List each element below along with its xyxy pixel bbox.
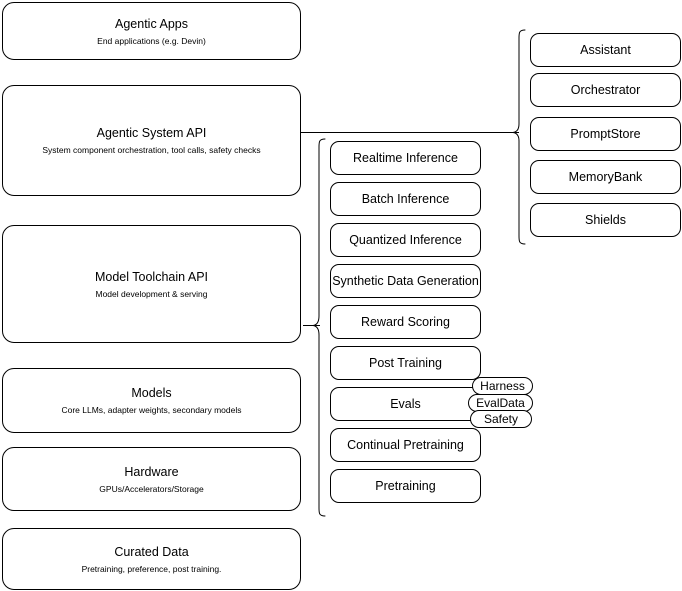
- capability-realtime-inference[interactable]: Realtime Inference: [330, 141, 481, 175]
- system-component-orchestrator[interactable]: Orchestrator: [530, 73, 681, 107]
- system-component-assistant[interactable]: Assistant: [530, 33, 681, 67]
- capability-label: Pretraining: [375, 479, 436, 493]
- capability-label: Reward Scoring: [361, 315, 450, 329]
- layer-subtitle: End applications (e.g. Devin): [97, 35, 206, 46]
- connector-toolchain-api-to-capabilities: [303, 325, 320, 326]
- layer-subtitle: Model development & serving: [95, 288, 208, 299]
- capability-pretraining[interactable]: Pretraining: [330, 469, 481, 503]
- capability-reward-scoring[interactable]: Reward Scoring: [330, 305, 481, 339]
- capability-continual-pretraining[interactable]: Continual Pretraining: [330, 428, 481, 462]
- system-component-promptstore[interactable]: PromptStore: [530, 117, 681, 151]
- layer-title: Agentic System API: [96, 126, 207, 140]
- capability-evals[interactable]: Evals: [330, 387, 481, 421]
- evals-badge-label: Safety: [483, 412, 519, 426]
- capability-label: Continual Pretraining: [347, 438, 464, 452]
- system-component-label: MemoryBank: [568, 170, 643, 184]
- system-components-brace: [512, 29, 526, 246]
- layer-title: Models: [131, 386, 172, 400]
- capability-label: Batch Inference: [361, 192, 450, 206]
- layer-curated-data[interactable]: Curated Data Pretraining, preference, po…: [2, 528, 301, 590]
- layer-title: Curated Data: [114, 544, 189, 559]
- evals-badge-harness[interactable]: Harness: [472, 377, 533, 395]
- layer-hardware[interactable]: Hardware GPUs/Accelerators/Storage: [2, 447, 301, 511]
- layer-model-toolchain-api[interactable]: Model Toolchain API Model development & …: [2, 225, 301, 343]
- capability-batch-inference[interactable]: Batch Inference: [330, 182, 481, 216]
- capability-synthetic-data-generation[interactable]: Synthetic Data Generation: [330, 264, 481, 298]
- system-component-label: Shields: [585, 213, 626, 227]
- system-component-label: PromptStore: [570, 127, 641, 141]
- capability-quantized-inference[interactable]: Quantized Inference: [330, 223, 481, 257]
- evals-badge-label: Harness: [480, 379, 525, 393]
- layer-models[interactable]: Models Core LLMs, adapter weights, secon…: [2, 368, 301, 433]
- capability-label: Synthetic Data Generation: [332, 274, 479, 288]
- capabilities-brace: [312, 138, 326, 518]
- layer-agentic-system-api[interactable]: Agentic System API System component orch…: [2, 85, 301, 196]
- evals-badge-evaldata[interactable]: EvalData: [468, 394, 533, 412]
- capability-post-training[interactable]: Post Training: [330, 346, 481, 380]
- evals-badge-label: EvalData: [476, 396, 525, 410]
- layer-title: Hardware: [124, 464, 179, 479]
- system-component-label: Orchestrator: [570, 83, 641, 97]
- layer-subtitle: GPUs/Accelerators/Storage: [99, 483, 204, 494]
- system-component-memorybank[interactable]: MemoryBank: [530, 160, 681, 194]
- layer-subtitle: Core LLMs, adapter weights, secondary mo…: [61, 405, 242, 415]
- layer-title: Agentic Apps: [115, 16, 188, 31]
- layer-agentic-apps[interactable]: Agentic Apps End applications (e.g. Devi…: [2, 2, 301, 60]
- evals-badge-safety[interactable]: Safety: [470, 410, 532, 428]
- system-component-label: Assistant: [580, 43, 631, 57]
- system-component-shields[interactable]: Shields: [530, 203, 681, 237]
- capability-label: Post Training: [369, 356, 442, 370]
- layer-title: Model Toolchain API: [94, 269, 209, 284]
- layer-subtitle: Pretraining, preference, post training.: [81, 563, 222, 574]
- capability-label: Quantized Inference: [349, 233, 462, 247]
- capability-label: Realtime Inference: [353, 151, 458, 165]
- layer-subtitle: System component orchestration, tool cal…: [42, 145, 261, 155]
- capability-label: Evals: [390, 397, 421, 411]
- connector-system-api-to-components: [301, 132, 519, 133]
